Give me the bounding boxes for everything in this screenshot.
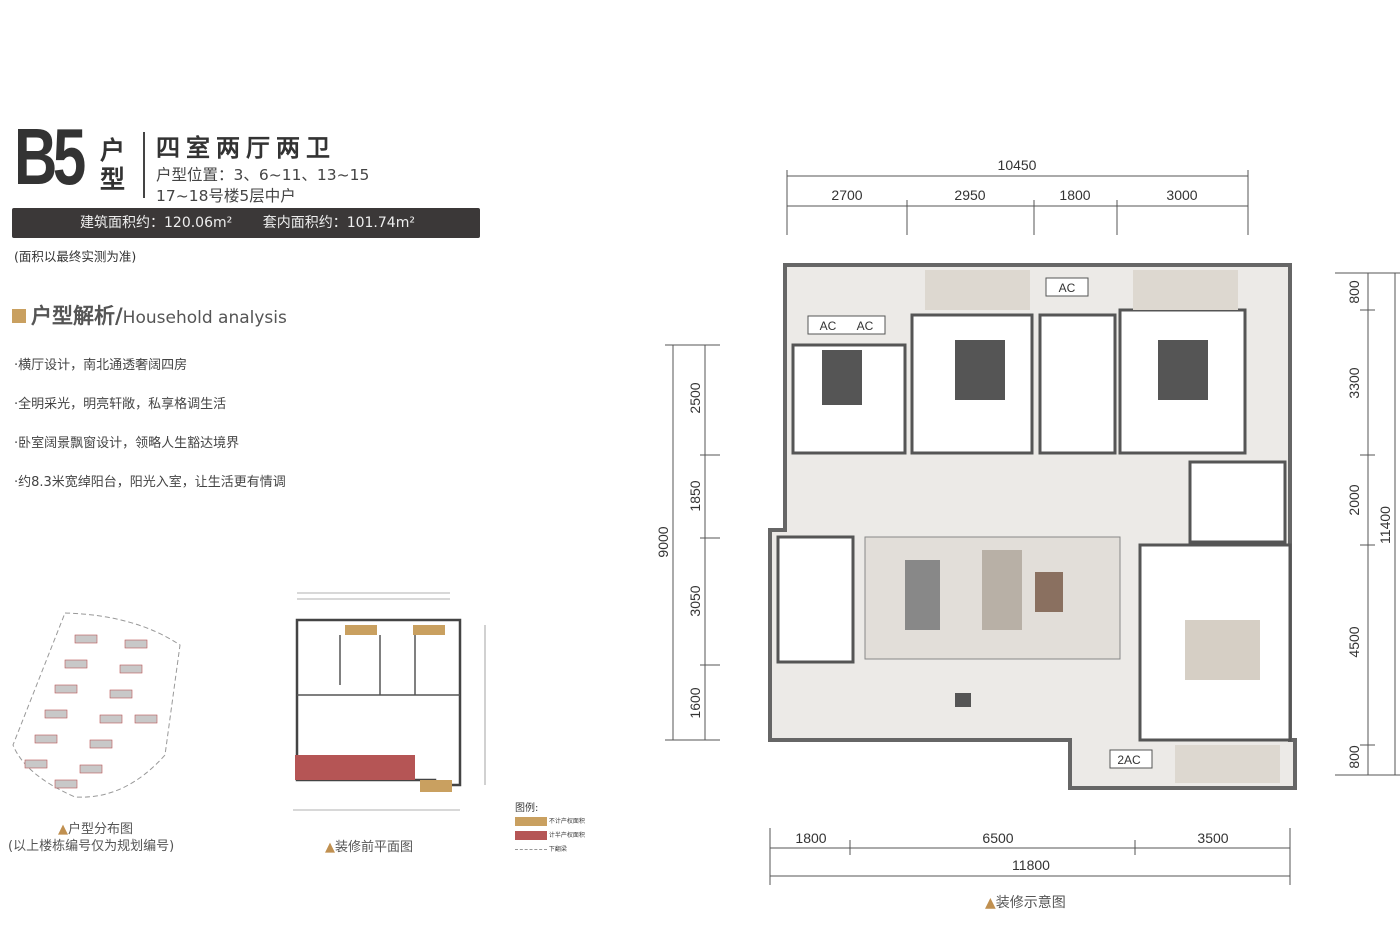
site-map-caption-text: 户型分布图	[68, 822, 134, 837]
ac-label: AC	[857, 319, 874, 333]
location-line-1: 户型位置：3、6~11、13~15	[156, 166, 370, 184]
bed	[822, 350, 862, 405]
bed	[1185, 620, 1260, 680]
dim-right: 4500	[1346, 626, 1362, 657]
dim-left: 2500	[687, 382, 703, 413]
bed	[955, 340, 1005, 400]
dim-bottom: 1800	[795, 830, 826, 846]
dim-left-total: 9000	[655, 526, 671, 557]
site-map-subcaption: (以上楼栋编号仅为规划编号)	[8, 839, 175, 854]
legend: 不计产权面积 计半产权面积 下翻梁	[515, 815, 585, 857]
legend-swatch	[515, 849, 547, 850]
type-word: 户型	[100, 136, 126, 194]
dim-right-total: 11400	[1377, 506, 1393, 544]
dim-top: 2700	[831, 187, 862, 203]
kitchen	[776, 535, 855, 664]
legend-label: 不计产权面积	[548, 818, 585, 825]
coffee-table	[1035, 572, 1063, 612]
ac-label: AC	[820, 319, 837, 333]
legend-swatch	[515, 831, 547, 840]
analysis-title-en: Household analysis	[122, 308, 287, 328]
bay-window	[1133, 270, 1238, 310]
dim-bottom-total: 11800	[1012, 857, 1050, 873]
dim-right: 2000	[1346, 484, 1362, 515]
triangle-icon: ▲	[325, 840, 335, 855]
bed	[1158, 340, 1208, 400]
dim-bottom: 3500	[1197, 830, 1228, 846]
divider	[143, 132, 145, 198]
bathroom-2	[1188, 460, 1287, 544]
analysis-point: ·约8.3米宽绰阳台，阳光入室，让生活更有情调	[14, 475, 286, 490]
main-plan-caption: ▲装修示意图	[985, 892, 1066, 912]
dim-right: 3300	[1346, 367, 1362, 398]
legend-item: 下翻梁	[515, 843, 585, 857]
legend-item: 不计产权面积	[515, 815, 585, 829]
triangle-icon: ▲	[985, 895, 996, 911]
pre-plan-caption-text: 装修前平面图	[335, 840, 414, 855]
pre-plan-caption: ▲装修前平面图	[325, 836, 413, 855]
bedroom-2	[910, 313, 1034, 455]
sofa	[982, 550, 1022, 630]
ac-label: AC	[1059, 281, 1076, 295]
half-area-balcony	[295, 755, 415, 780]
dim-top: 3000	[1166, 187, 1197, 203]
pre-plan	[293, 592, 486, 811]
dim-top: 1800	[1059, 187, 1090, 203]
inner-area: 套内面积约：101.74m²	[262, 215, 415, 231]
dim-right: 800	[1346, 280, 1362, 304]
dim-top: 2950	[954, 187, 985, 203]
analysis-point: ·全明采光，明亮轩敞，私享格调生活	[14, 397, 227, 412]
dining-table	[905, 560, 940, 630]
dim-top-total: 10450	[998, 157, 1037, 173]
location-line-2: 17~18号楼5层中户	[156, 187, 296, 205]
analysis-title-cn: 户型解析/	[31, 304, 123, 328]
dim-left: 3050	[687, 585, 703, 616]
building-area: 建筑面积约：120.06m²	[80, 215, 233, 231]
area-note: (面积以最终实测为准)	[14, 249, 137, 264]
bay-window	[1175, 745, 1280, 783]
site-map-caption: ▲户型分布图	[58, 818, 133, 837]
dim-left: 1850	[687, 480, 703, 511]
analysis-point: ·卧室阔景飘窗设计，领略人生豁达境界	[14, 436, 240, 451]
legend-swatch	[515, 817, 547, 826]
legend-title: 图例:	[515, 803, 539, 814]
analysis-title: 户型解析/Household analysis	[12, 300, 287, 330]
bay-window	[925, 270, 1030, 310]
bathroom-1	[1038, 313, 1117, 455]
dim-right: 800	[1346, 745, 1362, 769]
ac-label: 2AC	[1117, 753, 1141, 767]
main-plan-caption-text: 装修示意图	[995, 895, 1066, 911]
triangle-icon: ▲	[58, 822, 68, 837]
square-icon	[12, 309, 26, 323]
site-map	[12, 612, 181, 798]
legend-label: 下翻梁	[548, 846, 567, 853]
area-bar: 建筑面积约：120.06m² 套内面积约：101.74m²	[12, 208, 480, 238]
type-code: B5	[14, 112, 86, 201]
dim-left: 1600	[687, 687, 703, 718]
dim-bottom: 6500	[982, 830, 1013, 846]
balcony-table	[955, 693, 971, 707]
legend-label: 计半产权面积	[548, 832, 585, 839]
layout-name: 四室两厅两卫	[156, 134, 336, 162]
legend-item: 计半产权面积	[515, 829, 585, 843]
analysis-point: ·横厅设计，南北通透奢阔四房	[14, 358, 188, 373]
